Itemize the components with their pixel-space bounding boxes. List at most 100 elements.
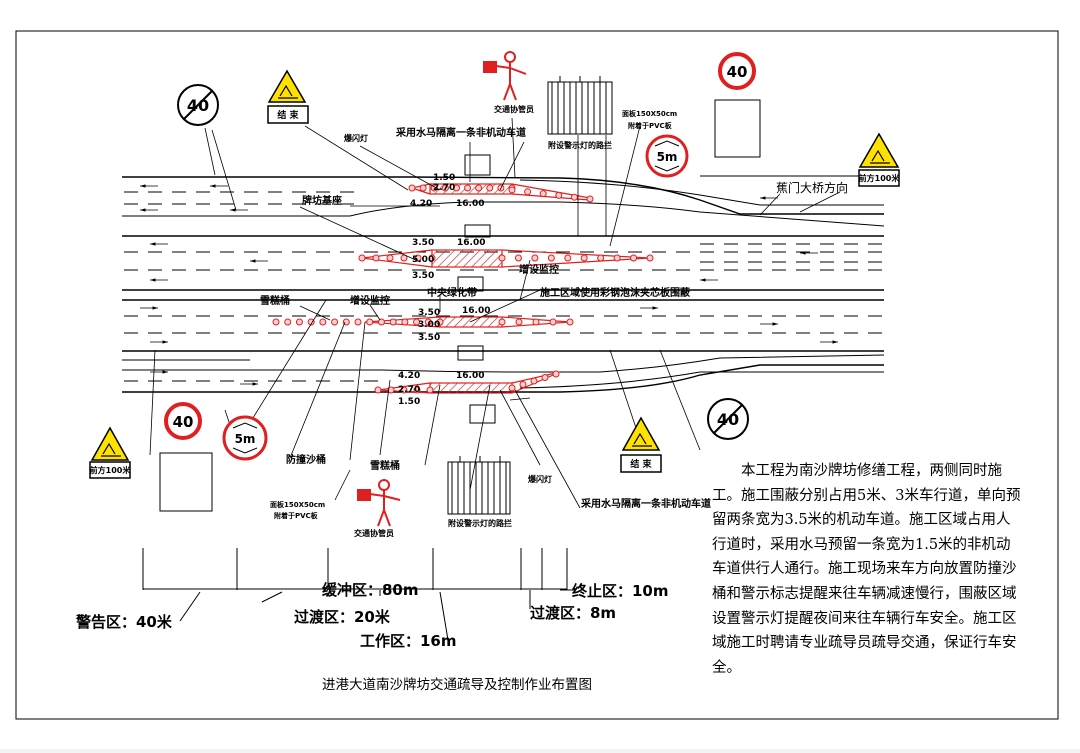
dim-mid-16a: 16.00	[457, 238, 485, 248]
dim-top-2-70: 2.70	[433, 183, 455, 193]
label-water-barrier-top: 采用水马隔离一条非机动车道	[395, 126, 526, 139]
work-ahead-sign-right: 前方100米	[858, 132, 900, 187]
work-zone-center-lower	[439, 316, 503, 328]
dim-low-3-50a: 3.50	[418, 308, 440, 318]
diagram-labels: 采用水马隔离一条非机动车道 采用水马隔离一条非机动车道 爆闪灯 爆闪灯 交通协管…	[260, 104, 848, 538]
dim-low-16: 16.00	[462, 306, 490, 316]
traffic-cone	[408, 184, 416, 192]
work-ahead-sign-left: 前方100米	[89, 426, 132, 479]
label-fence-bottom: 附设警示灯的路拦	[448, 518, 512, 528]
leader-lines	[149, 117, 841, 509]
traffic-cone	[400, 386, 408, 394]
traffic-cone	[539, 190, 547, 198]
dim-bot-4-20: 4.20	[398, 371, 420, 381]
fence-top	[547, 76, 613, 135]
dim-mid-3-50a: 3.50	[412, 238, 434, 248]
speed-limit-sign-top: 40	[714, 52, 761, 158]
traffic-cone	[424, 318, 432, 326]
traffic-cone	[401, 318, 409, 326]
traffic-cone	[486, 184, 494, 192]
label-monitor-left: 增设监控	[350, 294, 390, 307]
speed-end-sign-top: 40	[177, 84, 219, 126]
traffic-cone	[372, 254, 380, 262]
zone-warning: 警告区：40米	[75, 613, 173, 631]
traffic-cone	[428, 254, 436, 262]
zone-ruler	[142, 548, 575, 641]
zone-labels: 警告区：40米 过渡区：20米 缓冲区：80m 工作区：16m 过渡区：8m 终…	[75, 581, 669, 650]
label-cone-barrel: 雪糕桶	[260, 294, 290, 307]
label-ice-cone-bottom: 雪糕桶	[370, 459, 400, 472]
traffic-cone	[564, 254, 572, 262]
traffic-cone	[358, 254, 366, 262]
label-monitor-right: 增设监控	[519, 263, 559, 276]
traffic-cone	[464, 184, 472, 192]
traffic-cone	[413, 318, 421, 326]
label-flash-light-top: 爆闪灯	[344, 133, 368, 143]
dim-bot-2-70: 2.70	[398, 385, 420, 395]
traffic-cone	[630, 254, 638, 262]
dim-bot-1-50: 1.50	[398, 397, 420, 407]
svg-text:5m: 5m	[235, 432, 256, 446]
traffic-cone	[580, 254, 588, 262]
dim-low-3-50b: 3.50	[418, 333, 440, 343]
traffic-cone	[498, 254, 506, 262]
traffic-cone	[436, 318, 444, 326]
traffic-cone	[354, 318, 362, 326]
traffic-cone	[377, 318, 385, 326]
label-pvc-top-2: 附着于PVC板	[628, 121, 673, 130]
traffic-cone	[549, 318, 557, 326]
traffic-cone	[515, 318, 523, 326]
traffic-cone	[566, 318, 574, 326]
traffic-cone	[519, 381, 527, 388]
traffic-cone	[547, 254, 555, 262]
traffic-cone	[532, 318, 540, 326]
svg-text:前方100米: 前方100米	[90, 465, 132, 475]
traffic-cone	[498, 318, 506, 326]
traffic-cone	[441, 184, 449, 192]
height-limit-sign-top: 5m	[645, 134, 689, 178]
zone-transition-2: 过渡区：8m	[530, 604, 616, 622]
traffic-guard-figure-bottom	[357, 479, 401, 527]
traffic-cone	[514, 254, 522, 262]
speed-end-sign-bottom: 40	[707, 398, 749, 440]
traffic-cone	[419, 184, 427, 192]
label-flash-light-bottom: 爆闪灯	[528, 474, 552, 484]
traffic-cone	[319, 318, 327, 326]
label-enclosure: 施工区域使用彩钢泡沫夹芯板围蔽	[540, 286, 691, 299]
traffic-cone	[413, 386, 421, 394]
traffic-guard-figure-top	[483, 51, 527, 101]
traffic-cone	[570, 193, 578, 201]
traffic-cone	[389, 318, 397, 326]
traffic-cone	[374, 386, 382, 394]
fence-bottom	[447, 456, 511, 515]
label-pvc-bottom-2: 附着于PVC板	[274, 511, 319, 520]
zone-transition-1: 过渡区：20米	[294, 608, 391, 626]
traffic-cone	[646, 254, 654, 262]
direction-arrows	[140, 184, 838, 386]
traffic-cone	[530, 377, 538, 385]
label-pvc-top-1: 面板150X50cm	[622, 109, 677, 118]
zone-termination: 终止区：10m	[572, 582, 669, 600]
label-traffic-guard-top: 交通协管员	[494, 104, 534, 114]
dim-mid-3-50b: 3.50	[412, 271, 434, 281]
traffic-cone	[284, 318, 292, 326]
dimensions: 1.50 2.70 4.20 16.00 3.50 16.00 5.00 3.5…	[398, 173, 490, 407]
end-work-sign-bottom: 结 束	[620, 416, 662, 473]
traffic-cone	[295, 318, 303, 326]
zone-buffer: 缓冲区：80m	[322, 581, 419, 599]
traffic-cone	[386, 254, 394, 262]
frame-border	[15, 30, 1059, 720]
road-lines	[122, 175, 885, 393]
traffic-cone	[586, 195, 594, 203]
svg-text:40: 40	[173, 413, 194, 431]
traffic-cone	[475, 184, 483, 192]
traffic-cone	[508, 384, 516, 392]
dim-top-16: 16.00	[456, 199, 484, 209]
zone-work: 工作区：16m	[360, 632, 457, 650]
traffic-cones	[272, 184, 654, 394]
traffic-cone	[430, 184, 438, 192]
traffic-cone	[552, 370, 560, 378]
label-arch-base: 牌坊基座	[302, 194, 342, 207]
traffic-cone	[531, 254, 539, 262]
